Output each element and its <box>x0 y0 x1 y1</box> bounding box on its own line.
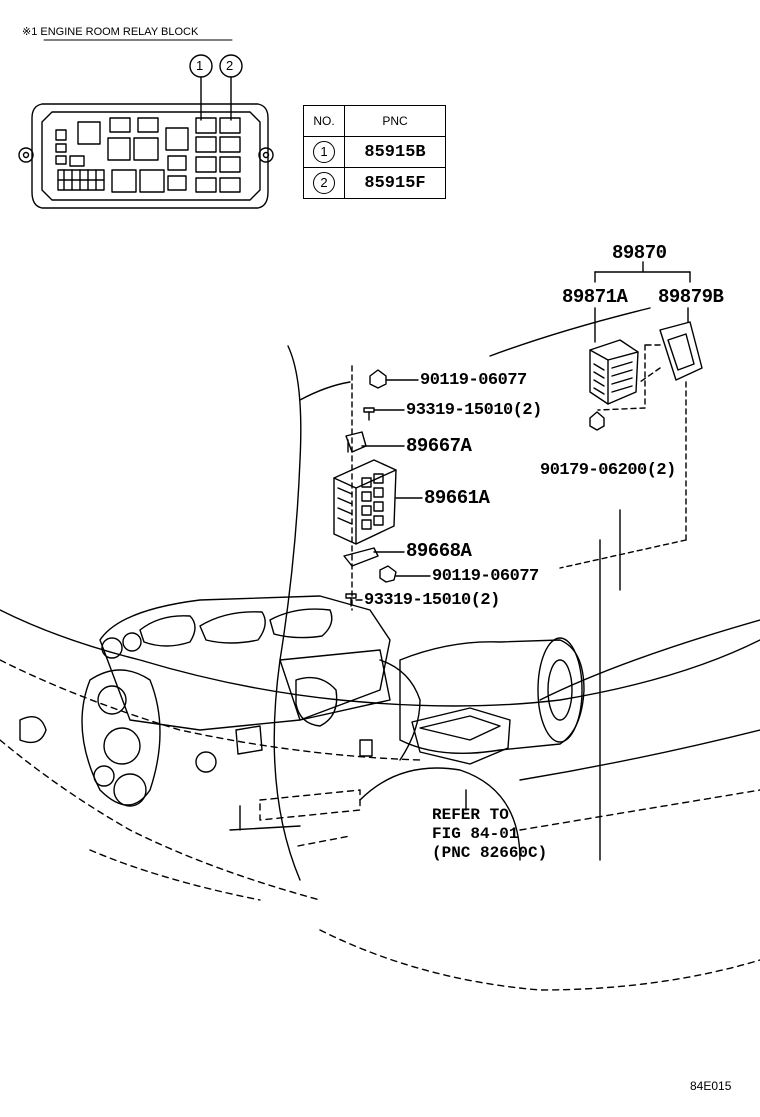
relay-block-drawing <box>18 54 274 209</box>
pnc-table-header-row: NO. PNC <box>303 105 446 137</box>
part-label-bolt-bottom: 93319-15010(2) <box>364 591 500 610</box>
leaders-left <box>355 379 467 811</box>
part-label-bolt-top: 93319-15010(2) <box>406 401 542 420</box>
part-label-ecu: 89661A <box>424 487 490 509</box>
relay-callout-2: 2 <box>226 58 234 73</box>
pnc-row-value: 85915F <box>344 167 446 199</box>
table-row: 2 85915F <box>303 167 446 199</box>
part-label-bracket-bottom: 89668A <box>406 540 472 562</box>
part-label-nut-side: 90179-06200(2) <box>540 461 676 480</box>
part-label-sub-right: 89879B <box>658 286 724 308</box>
bracket-top-drawing <box>345 431 367 453</box>
part-label-nut-bottom: 90119-06077 <box>432 567 539 586</box>
reference-line-1: REFER TO <box>432 806 509 824</box>
reference-line-3: (PNC 82660C) <box>432 844 548 862</box>
pnc-table: NO. PNC 1 85915B 2 85915F <box>303 105 446 199</box>
part-label-sub-left: 89871A <box>562 286 628 308</box>
part-label-assembly: 89870 <box>612 242 667 264</box>
fasteners <box>345 369 605 607</box>
pnc-row-no: 2 <box>313 172 335 194</box>
assembly-bracket <box>594 261 691 343</box>
vehicle-engine-drawing <box>0 307 760 991</box>
part-label-bracket-top: 89667A <box>406 435 472 457</box>
part-label-nut-top: 90119-06077 <box>420 371 527 390</box>
pnc-row-value: 85915B <box>344 136 446 168</box>
pnc-col-pnc: PNC <box>344 105 446 137</box>
reference-line-2: FIG 84-01 <box>432 825 519 843</box>
ecu-drawing <box>333 459 397 545</box>
table-row: 1 85915B <box>303 136 446 168</box>
dashed-leaders-right <box>351 344 687 611</box>
figure-code: 84E015 <box>690 1079 732 1093</box>
gasket-89879b-drawing <box>659 321 703 381</box>
relay-callout-1: 1 <box>196 58 204 73</box>
pnc-col-no: NO. <box>303 105 345 137</box>
pnc-row-no: 1 <box>313 141 335 163</box>
bracket-bottom-drawing <box>343 547 379 567</box>
module-89871a-drawing <box>589 339 639 405</box>
page-header-title: ※1 ENGINE ROOM RELAY BLOCK <box>22 26 199 38</box>
